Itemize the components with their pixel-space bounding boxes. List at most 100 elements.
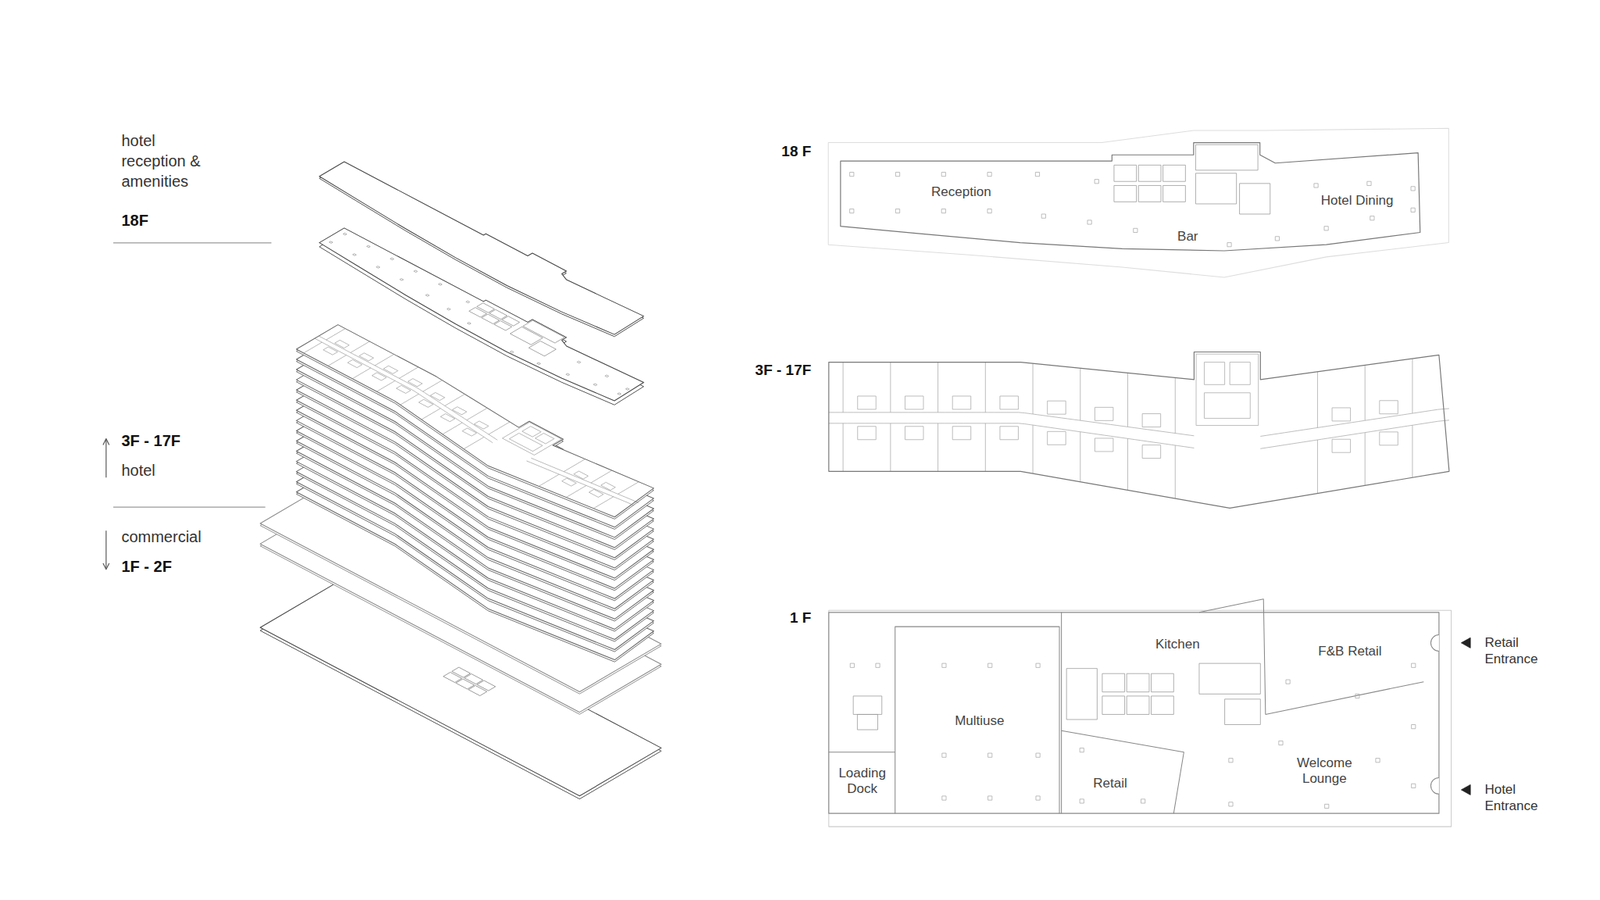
core-room <box>1126 673 1150 693</box>
room-name: Kitchen <box>1155 636 1200 653</box>
bathroom <box>904 396 924 410</box>
column <box>1228 802 1233 807</box>
room-partition <box>1317 371 1318 429</box>
corridor-wall <box>314 338 493 443</box>
corridor-wall <box>531 457 640 503</box>
plan-fill <box>828 352 1450 509</box>
column <box>942 663 947 668</box>
room-partition <box>1079 367 1081 421</box>
bathroom <box>857 426 876 440</box>
column <box>1035 753 1040 758</box>
room-partition <box>1317 439 1318 494</box>
bathroom <box>1332 407 1351 422</box>
core-room <box>1150 673 1174 693</box>
core-room <box>1139 165 1162 183</box>
column <box>850 172 854 177</box>
column <box>1367 181 1372 186</box>
room-partition <box>1411 358 1413 414</box>
room-partition <box>328 355 347 367</box>
column <box>1035 796 1040 800</box>
column <box>850 209 854 214</box>
column <box>425 294 430 297</box>
column <box>604 375 609 378</box>
room-partition <box>400 393 419 405</box>
column <box>1370 216 1375 221</box>
column <box>390 257 395 261</box>
elevator <box>521 426 541 437</box>
room-name: Retail <box>1092 775 1127 792</box>
level-label: 18F <box>121 210 148 230</box>
plan-outline-outer <box>828 128 1450 279</box>
hotel-plate <box>296 325 654 518</box>
column <box>438 283 443 286</box>
bathroom <box>589 489 604 497</box>
bathroom <box>335 339 350 348</box>
room-partition <box>617 482 640 495</box>
bathroom <box>1142 445 1161 459</box>
room-partition <box>937 362 939 413</box>
room-partition <box>1032 363 1033 415</box>
room-partition <box>1174 445 1175 499</box>
room-partition <box>325 328 345 340</box>
plan-outline <box>828 352 1450 509</box>
room-partition <box>842 362 843 413</box>
floor-label: 18 F <box>781 142 811 161</box>
column <box>896 172 900 177</box>
core <box>1196 353 1259 425</box>
entrance-notch <box>1430 634 1439 651</box>
plan-drawing <box>822 346 1456 516</box>
room-partition <box>303 342 322 354</box>
column <box>942 172 947 177</box>
bathroom <box>407 378 423 387</box>
bathroom <box>1379 432 1399 446</box>
entrance-marker <box>1460 637 1471 648</box>
room-partition <box>375 353 394 365</box>
room-partition <box>1032 425 1033 474</box>
space-name: Hotel Dining <box>1321 192 1394 209</box>
room-name: Multiuse <box>954 713 1004 729</box>
column <box>1035 663 1040 668</box>
corridor-wall <box>828 412 1195 436</box>
bathroom <box>474 421 490 429</box>
room-wall <box>1199 599 1266 715</box>
column <box>942 753 947 758</box>
bathroom <box>1094 438 1114 452</box>
bathroom <box>952 426 972 440</box>
column <box>625 388 630 391</box>
plan-outline <box>828 612 1440 814</box>
room-partition <box>421 408 440 420</box>
bathroom <box>359 353 375 361</box>
core-room <box>481 314 500 324</box>
bathroom <box>430 392 446 400</box>
elevator <box>535 433 554 444</box>
bathroom <box>347 359 363 368</box>
room-partition <box>444 393 465 406</box>
bathroom <box>383 365 399 374</box>
room-partition <box>590 470 612 483</box>
column <box>896 209 900 214</box>
room-partition <box>566 485 587 497</box>
entrance-marker <box>1460 784 1471 795</box>
stair <box>853 696 883 715</box>
column <box>1035 172 1040 177</box>
divider-line <box>113 507 266 508</box>
divider-line <box>113 242 272 243</box>
bathroom <box>418 399 434 408</box>
core-room <box>528 340 557 356</box>
column <box>850 663 854 668</box>
room-partition <box>352 367 371 379</box>
entrance-notch <box>1430 777 1439 794</box>
level-label: commercial <box>121 527 201 547</box>
corridor-wall <box>318 335 498 440</box>
room-partition <box>985 362 986 413</box>
core-room <box>1150 696 1174 715</box>
room-name: Loading Dock <box>838 765 886 798</box>
column <box>617 392 622 396</box>
space-name: Reception <box>931 183 992 200</box>
entrance-label: Hotel Entrance <box>1484 781 1538 815</box>
column <box>328 241 333 244</box>
level-label: hotel reception & amenities <box>121 130 205 192</box>
room-wall <box>828 751 896 753</box>
entrance-label: Retail Entrance <box>1484 634 1538 668</box>
